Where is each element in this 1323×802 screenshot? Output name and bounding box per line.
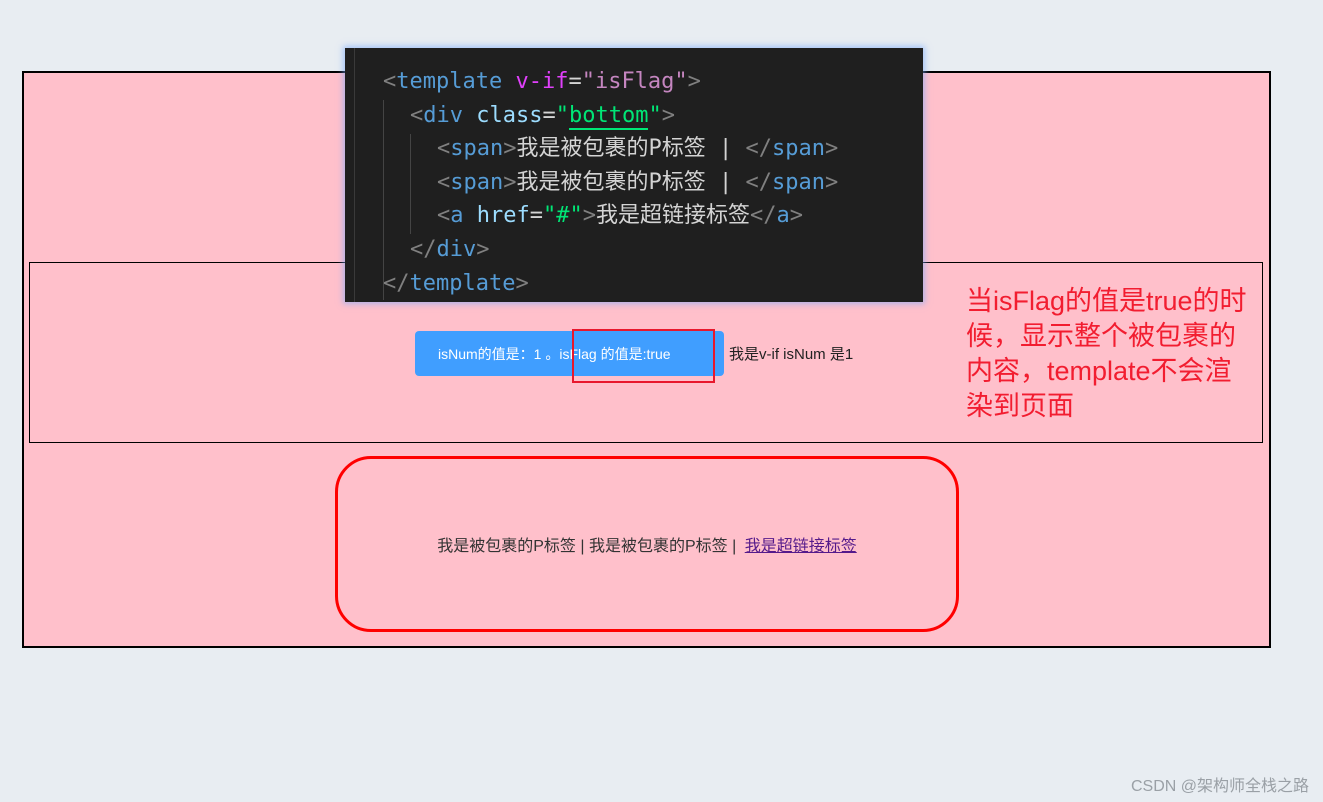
annotation-note: 当isFlag的值是true的时候，显示整个被包裹的内容，template不会渲… bbox=[966, 286, 1247, 421]
v-if-text: 我是v-if isNum 是1 bbox=[729, 346, 854, 363]
bottom-div: 我是被包裹的P标签 | 我是被包裹的P标签 | 我是超链接标签 bbox=[335, 456, 959, 632]
code-line: <span>我是被包裹的P标签 | </span> bbox=[437, 136, 839, 162]
gutter-line bbox=[354, 48, 355, 302]
code-line: <template v-if="isFlag"> bbox=[383, 69, 701, 94]
code-line: </template> bbox=[383, 270, 529, 296]
hyperlink[interactable]: 我是超链接标签 bbox=[744, 538, 857, 555]
code-line: <a href="#">我是超链接标签</a> bbox=[437, 203, 803, 229]
code-line: <div class="bottom"> bbox=[410, 102, 675, 130]
highlight-box bbox=[572, 329, 715, 383]
watermark: CSDN @架构师全栈之路 bbox=[1130, 778, 1309, 795]
wrapped-span-1: 我是被包裹的P标签 | bbox=[437, 538, 589, 555]
indent-guide bbox=[383, 100, 384, 300]
code-line: <span>我是被包裹的P标签 | </span> bbox=[437, 169, 839, 195]
code-line: </div> bbox=[410, 237, 490, 262]
status-button[interactable]: isNum的值是：1 。isFlag 的值是:true bbox=[415, 331, 724, 376]
wrapped-span-2: 我是被包裹的P标签 | bbox=[588, 538, 741, 555]
code-snippet-panel: <template v-if="isFlag"> <div class="bott… bbox=[345, 48, 923, 302]
indent-guide bbox=[410, 134, 411, 234]
